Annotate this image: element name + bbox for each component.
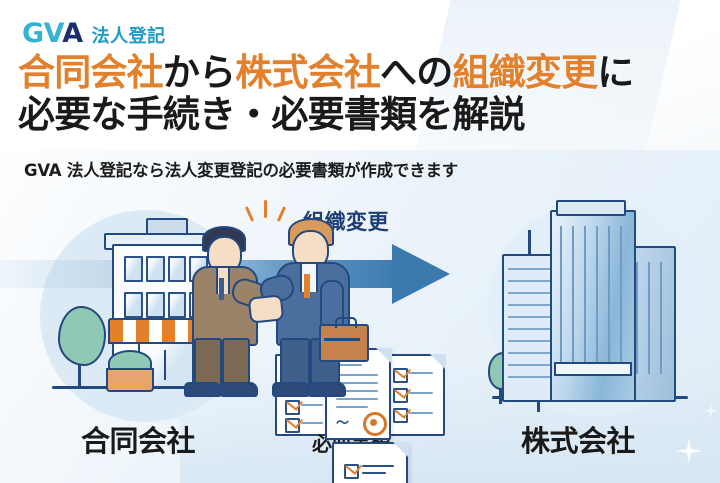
window-icon — [167, 292, 187, 318]
window-icon — [124, 292, 143, 318]
headline-seg-goudou: 合同会社 — [18, 51, 164, 94]
caption-right: 株式会社 — [521, 424, 636, 458]
window-icon — [145, 256, 165, 282]
floor-line — [508, 268, 554, 270]
floor-line — [508, 352, 554, 354]
floor-line — [508, 304, 554, 306]
floor-line — [508, 340, 554, 342]
facade-line — [620, 226, 622, 374]
facade-line — [648, 262, 650, 374]
signature-mark: 〜 — [335, 415, 350, 432]
floor-line — [508, 328, 554, 330]
page-fold-corner — [392, 441, 409, 458]
necktie — [219, 278, 224, 300]
arrow-head-icon — [392, 244, 450, 304]
headline-seg-heno: への — [380, 51, 453, 94]
logo-gv-text: GV — [22, 18, 63, 49]
facade-line — [560, 226, 562, 374]
planter-pot — [106, 368, 154, 392]
facade-line — [572, 226, 574, 374]
headline-line-1: 合同会社から株式会社への組織変更に — [18, 51, 708, 94]
checkbox-checked-icon — [285, 418, 300, 433]
briefcase-icon — [319, 317, 369, 362]
skyscraper-group — [488, 200, 692, 412]
subtitle-text: GVA 法人登記なら法人変更登記の必要書類が作成できます — [24, 161, 459, 180]
headline-seg-ni: に — [597, 51, 634, 94]
tower-cap — [556, 200, 626, 216]
shoe-left — [184, 382, 222, 397]
window-icon — [124, 256, 143, 282]
checkbox-checked-icon — [393, 368, 408, 383]
logo-wordmark: GVA — [22, 20, 83, 47]
checkbox-checked-icon — [393, 408, 408, 423]
text-line — [409, 412, 433, 415]
facade-line — [596, 226, 598, 374]
floor-line — [508, 364, 554, 366]
text-line — [301, 422, 323, 425]
brand-logo: GVA 法人登記 — [22, 20, 166, 48]
page-fold-corner — [429, 353, 446, 370]
necktie — [304, 274, 310, 298]
headline-seg-soshikihenkou: 組織変更 — [452, 51, 598, 94]
tower-entrance-canopy — [554, 362, 632, 376]
tree-icon — [58, 306, 106, 388]
text-line — [362, 472, 386, 475]
floor-line — [508, 376, 554, 378]
logo-suffix-text: 法人登記 — [91, 26, 166, 47]
facade-line — [608, 226, 610, 374]
handshake-icon — [247, 294, 285, 324]
page-title: 合同会社から株式会社への組織変更に 必要な手続き・必要書類を解説 — [18, 51, 708, 137]
small-office-building — [104, 218, 228, 388]
spark-line — [264, 200, 267, 218]
floor-line — [508, 316, 554, 318]
shoe-right — [308, 382, 346, 397]
text-line — [336, 406, 368, 409]
window-icon — [167, 256, 187, 282]
text-line — [336, 398, 378, 401]
spark-line — [244, 206, 255, 222]
headline-seg-kabushiki: 株式会社 — [235, 51, 381, 94]
illustration-area: 組織変更 — [0, 188, 720, 483]
checklist-document — [332, 441, 409, 483]
facade-line — [660, 262, 662, 374]
text-line — [409, 392, 433, 395]
logo-a-text: A — [62, 18, 83, 49]
seal-stamp-icon — [363, 412, 387, 436]
page-fold-corner — [375, 347, 392, 364]
text-line — [301, 404, 323, 407]
headline-seg-kara: から — [162, 51, 236, 94]
floor-line — [508, 292, 554, 294]
planter-bush-icon — [106, 350, 154, 392]
facade-line — [636, 262, 638, 374]
text-line — [409, 372, 433, 375]
floor-line — [508, 280, 554, 282]
headline-line-2: 必要な手続き・必要書類を解説 — [18, 93, 526, 137]
checkbox-checked-icon — [344, 464, 359, 479]
text-line — [362, 465, 394, 468]
checkbox-checked-icon — [393, 388, 408, 403]
tree-crown — [58, 306, 106, 366]
shoe-right — [220, 382, 258, 397]
window-icon — [145, 292, 165, 318]
document-right — [383, 353, 446, 436]
caption-left: 合同会社 — [81, 424, 196, 458]
antenna — [528, 230, 531, 256]
shoe-left — [272, 382, 310, 397]
facade-line — [584, 226, 586, 374]
